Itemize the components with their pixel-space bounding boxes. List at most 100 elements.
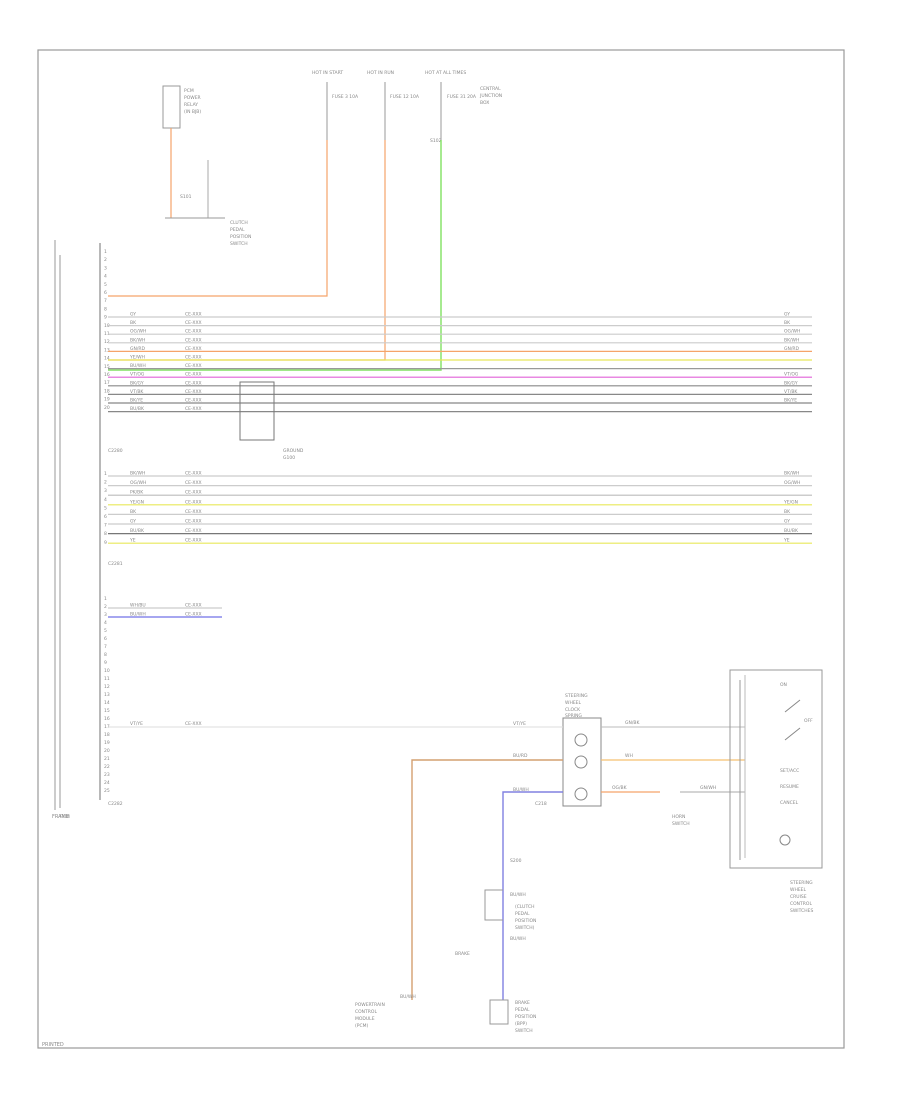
top-pin-15: 15	[104, 364, 110, 370]
top-wire-color-0: GY	[130, 312, 136, 318]
top-wire-color-9: VT/BK	[130, 389, 144, 395]
bottom-right-4: SWITCH	[515, 1028, 533, 1034]
top-wire-circuit-10: CE-XXX	[185, 398, 202, 404]
low-pin-25: 25	[104, 788, 110, 794]
bottom-right-0: BRAKE	[515, 1000, 530, 1006]
top-wire-right-10: BK/YE	[784, 398, 797, 404]
clockspring-title-2: CLOCK	[565, 707, 581, 713]
top-pin-10: 10	[104, 323, 110, 329]
mid-wire-right-4: BK	[784, 509, 791, 515]
mid-wire-color-6: BU/BK	[130, 528, 145, 534]
bottom-right-1: PEDAL	[515, 1007, 530, 1013]
steering-controls-0: STEERING	[790, 880, 813, 886]
low-pin-16: 16	[104, 716, 110, 722]
fuse-hot-at-all-times-label: HOT AT ALL TIMES	[425, 70, 466, 76]
steering-controls-3: CONTROL	[790, 901, 812, 907]
fuse-hot-in-run-value: FUSE 12 10A	[390, 94, 420, 100]
switch-label-cancel: CANCEL	[780, 800, 799, 806]
clockspring-connector: C218	[535, 801, 547, 807]
bottom-left-2: MODULE	[355, 1016, 375, 1022]
steering-wheel-switches: ON OFF SET/ACC RESUME CANCEL	[729, 669, 823, 869]
fuse-hot-in-run-label: HOT IN RUN	[367, 70, 394, 76]
mid-pin-9: 9	[104, 540, 107, 546]
top-wire-color-3: BK/WH	[130, 337, 145, 343]
bottom-right-3: (BPP)	[515, 1021, 527, 1027]
diagram-frame	[37, 49, 845, 1049]
mid-wire-circuit-3: CE-XXX	[185, 499, 202, 505]
clutch-switch-label-1: PEDAL	[230, 227, 245, 233]
mid-pin-1: 1	[104, 471, 107, 477]
low-wire-circuit-0: CE-XXX	[185, 603, 202, 609]
bottom-left-0: POWERTRAIN	[355, 1002, 385, 1008]
low-wire-color-1: BU/WH	[130, 612, 146, 618]
pcm-drop-wire	[411, 759, 563, 1000]
top-wire-circuit-3: CE-XXX	[185, 337, 202, 343]
pcm-power-relay: PCM POWER RELAY (IN BJB)	[162, 85, 201, 129]
switch-label-off: OFF	[804, 718, 813, 724]
top-wire-circuit-1: CE-XXX	[185, 320, 202, 326]
pcm-bottom-wire-label: BU/WH	[400, 994, 416, 1000]
low-pin-6: 6	[104, 636, 107, 642]
top-wire-circuit-0: CE-XXX	[185, 312, 202, 318]
ground-note-3: SWITCH)	[515, 925, 535, 931]
relay-label-1: POWER	[184, 95, 201, 101]
top-wire-circuit-4: CE-XXX	[185, 346, 202, 352]
low-pin-2: 2	[104, 604, 107, 610]
mid-wire-right-1: OG/WH	[784, 480, 800, 486]
ground-note-0: (CLUTCH	[515, 904, 535, 910]
brake-switch-label: BRAKE	[455, 951, 470, 957]
top-pin-1: 1	[104, 249, 107, 255]
top-pin-16: 16	[104, 372, 110, 378]
top-wire-right-1: BK	[784, 320, 791, 326]
top-wire-right-3: BK/WH	[784, 337, 799, 343]
low-pin-7: 7	[104, 644, 107, 650]
ground-bracket	[239, 381, 275, 441]
battery-wire	[108, 140, 442, 371]
horn-switch-label-1: SWITCH	[672, 821, 690, 827]
cs-right-label-2: OG/BK	[612, 785, 628, 791]
bpp-switch-box	[489, 999, 509, 1025]
clockspring-wire-2: BU/WH	[513, 787, 529, 793]
cjb-label-1: JUNCTION	[479, 93, 502, 99]
top-pin-17: 17	[104, 380, 110, 386]
clutch-switch-label-2: POSITION	[230, 234, 251, 240]
mid-wire-circuit-1: CE-XXX	[185, 480, 202, 486]
top-pin-2: 2	[104, 257, 107, 263]
switch-label-on: ON	[780, 682, 787, 688]
block-label-c2281: C2281	[108, 561, 123, 567]
pcm-left-label: PCM	[60, 814, 70, 820]
low-pin-21: 21	[104, 756, 110, 762]
top-wire-right-8: BK/GY	[784, 380, 798, 386]
mid-wire-circuit-7: CE-XXX	[185, 538, 202, 544]
low-pin-17: 17	[104, 724, 110, 730]
central-junction-box-label: CENTRAL JUNCTION BOX	[479, 86, 502, 106]
connector-pins: 1234567891011121314151617181920123456789…	[60, 249, 110, 820]
relay-label-3: (IN BJB)	[184, 109, 201, 115]
top-pin-9: 9	[104, 315, 107, 321]
clutch-switch-label: CLUTCH PEDAL POSITION SWITCH	[230, 220, 251, 247]
top-wire-circuit-11: CE-XXX	[185, 406, 202, 412]
clutch-switch-label-3: SWITCH	[230, 241, 248, 247]
top-wire-color-6: BU/WH	[130, 363, 146, 369]
top-wire-right-4: GN/RD	[784, 346, 799, 352]
mid-pin-6: 6	[104, 514, 107, 520]
mid-wire-color-5: GY	[130, 519, 136, 525]
mid-wire-right-3: YE/GN	[783, 499, 798, 505]
top-wire-right-9: VT/BK	[784, 389, 798, 395]
mid-wire-color-4: BK	[130, 509, 137, 515]
top-wire-color-4: GN/RD	[130, 346, 145, 352]
low-pin-13: 13	[104, 692, 110, 698]
lower-wire-color-1: BU/WH	[510, 936, 526, 942]
clockspring-title-1: WHEEL	[565, 700, 582, 706]
top-pin-18: 18	[104, 388, 110, 394]
top-wire-circuit-2: CE-XXX	[185, 329, 202, 335]
start-wire	[108, 140, 328, 297]
horn-switch-label-0: HORN	[672, 814, 685, 820]
relay-label-2: RELAY	[184, 102, 198, 108]
ground-label-0: GROUND	[283, 448, 304, 454]
bottom-right-2: POSITION	[515, 1014, 536, 1020]
fuse-hot-at-all-times-value: FUSE 31 20A	[447, 94, 477, 100]
clockspring-title-0: STEERING	[565, 693, 588, 699]
